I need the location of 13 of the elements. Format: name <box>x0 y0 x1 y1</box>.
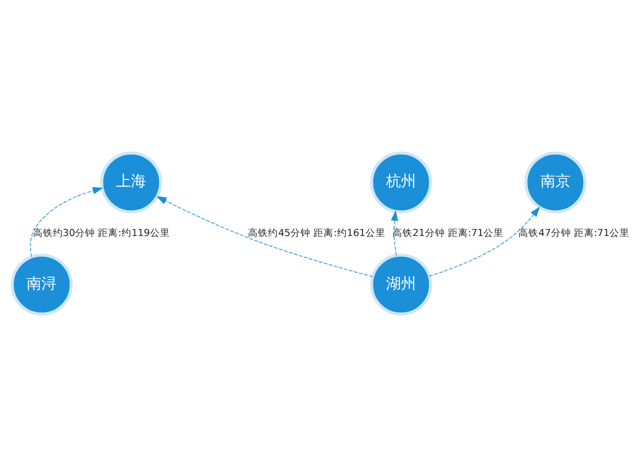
node-circle: 湖州 <box>370 254 432 316</box>
node-circle: 杭州 <box>370 151 432 214</box>
node-circle: 南浔 <box>10 254 73 316</box>
arrow <box>390 210 398 256</box>
edge-label: 高铁约30分钟 距离:约119公里 <box>32 228 170 240</box>
edge-label: 高铁约45分钟 距离:约161公里 <box>248 228 386 240</box>
arrow <box>429 206 540 276</box>
node-circle: 上海 <box>100 151 162 214</box>
node-circle: 南京 <box>524 151 586 214</box>
edge-label: 高铁21分钟 距离:71公里 <box>392 228 504 240</box>
arrow <box>156 196 373 277</box>
edge-label: 高铁47分钟 距离:71公里 <box>518 228 630 240</box>
arrow <box>30 187 104 258</box>
